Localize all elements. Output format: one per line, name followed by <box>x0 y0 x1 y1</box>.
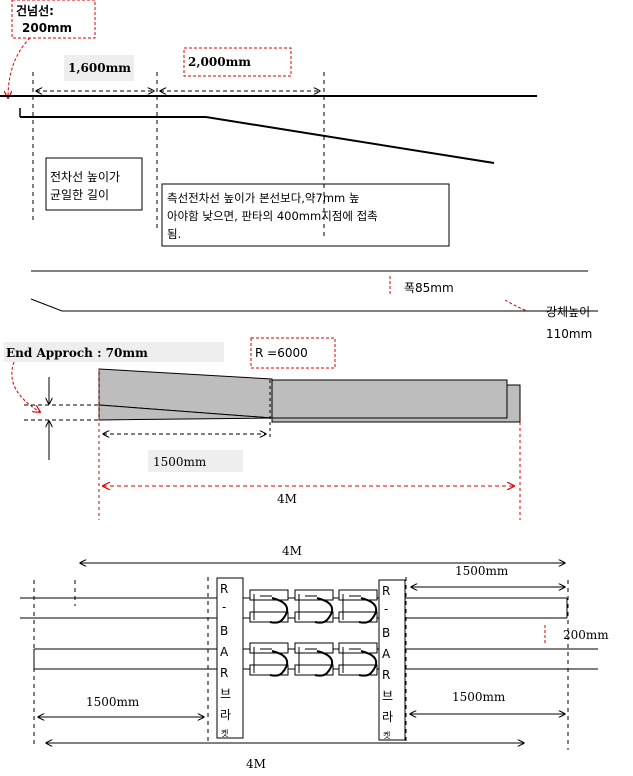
clamp <box>294 589 334 624</box>
note-side-wire-box <box>161 183 450 247</box>
body-height-label-line1: 강체높이 <box>546 305 590 319</box>
clearance-label-line1: 건넘선: <box>16 3 54 18</box>
dim-2000-box <box>183 47 292 77</box>
bracket-right-char: 브 <box>382 689 393 703</box>
bracket-left-char: A <box>220 645 229 659</box>
dim-4m-label: 4M <box>277 492 297 506</box>
top-section: 건넘선: 200mm 1,600mm 2,000mm 전차선 높이가 균일한 길… <box>0 0 598 341</box>
bracket-left-text: R - B A R 브 라 켓 <box>220 582 231 738</box>
clamp-row-lower <box>249 642 378 677</box>
bracket-right-char: - <box>384 602 388 616</box>
bottom-section: 4M 1500mm 200mm <box>20 544 609 771</box>
bracket-right-char: R <box>382 668 390 682</box>
bracket-right-char: R <box>382 584 390 598</box>
note-side-wire-line2: 아야함 낮으면, 판타의 400mm지점에 접촉 <box>167 209 378 223</box>
width-label: 폭85mm <box>404 281 454 295</box>
end-approach-leader <box>11 361 40 412</box>
clearance-leader <box>8 37 31 98</box>
bracket-left-char: 브 <box>220 687 231 701</box>
end-approach-box <box>4 342 224 362</box>
middle-section: End Approch : 70mm R =6000 1500mm 4M <box>4 337 521 520</box>
clamp <box>294 642 334 677</box>
dim-1500-top-label: 1500mm <box>455 564 509 578</box>
dim-1500-label: 1500mm <box>153 455 207 469</box>
note-uniform-line2: 균일한 길이 <box>50 188 109 202</box>
note-side-wire-line3: 됨. <box>167 227 181 241</box>
bracket-left-char: B <box>220 624 228 638</box>
radius-label: R =6000 <box>255 346 308 360</box>
bracket-right-text: R - B A R 브 라 켓 <box>382 584 393 740</box>
clamp <box>249 589 289 624</box>
bracket-right-char: 라 <box>382 710 393 724</box>
rigid-bar-main <box>271 379 508 419</box>
note-uniform-box <box>45 157 143 211</box>
clamp <box>338 589 378 624</box>
radius-box <box>250 337 336 369</box>
note-uniform-line1: 전차선 높이가 <box>50 170 120 184</box>
clamp-row-upper <box>249 589 378 624</box>
clamp <box>338 642 378 677</box>
dim-1500-right-label: 1500mm <box>452 690 506 704</box>
body-height-leader <box>504 299 528 312</box>
dim-1500-box <box>148 450 243 472</box>
dim-200-label: 200mm <box>563 628 609 642</box>
dim-4m-bottom-label: 4M <box>246 757 266 771</box>
bracket-right-char: A <box>382 647 391 661</box>
dim-1500-left-label: 1500mm <box>86 695 140 709</box>
body-height-label-line2: 110mm <box>546 327 592 341</box>
bracket-left-char: R <box>220 582 228 596</box>
side-contact-wire <box>20 116 495 164</box>
bracket-right-char: 켓 <box>383 730 390 740</box>
bracket-left-char: 켓 <box>221 728 228 738</box>
note-side-wire-line1: 측선전차선 높이가 본선보다,약7mm 높 <box>167 191 359 205</box>
clearance-label-box <box>11 0 96 39</box>
bracket-right <box>378 579 406 741</box>
profile-bottom-line <box>30 298 598 312</box>
bracket-left-char: 라 <box>220 708 231 722</box>
bracket-left-char: - <box>222 600 226 614</box>
bracket-left-char: R <box>220 666 228 680</box>
clamp <box>249 642 289 677</box>
dim-2000-label: 2,000mm <box>188 55 251 69</box>
dim-1600-box <box>64 55 134 81</box>
dim-1600-label: 1,600mm <box>68 61 131 75</box>
bracket-right-char: B <box>382 626 390 640</box>
end-approach-label: End Approch : 70mm <box>6 346 148 360</box>
bracket-left <box>216 577 244 739</box>
dim-4m-top-label: 4M <box>282 544 302 558</box>
clearance-label-line2: 200mm <box>22 21 72 35</box>
